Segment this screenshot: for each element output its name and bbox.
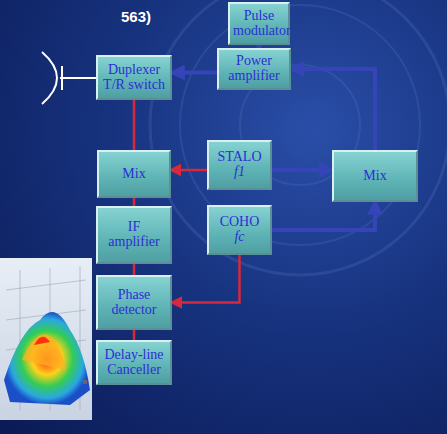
box-text: COHO xyxy=(220,215,260,230)
duplexer-box: Duplexer T/R switch xyxy=(96,55,172,100)
amplifier-box: Power amplifier xyxy=(217,48,291,90)
box-text: Power amplifier xyxy=(222,54,286,83)
detector-box: Phase detector xyxy=(96,275,172,330)
box-text: f1 xyxy=(234,165,245,180)
receive-path xyxy=(172,255,240,303)
transmit-path xyxy=(291,69,375,150)
amplifier-box: IF amplifier xyxy=(96,206,172,264)
receive-path xyxy=(133,100,136,150)
box-text: STALO xyxy=(218,150,262,165)
surface-plot-image xyxy=(0,258,92,420)
box-text: Phase detector xyxy=(101,288,167,317)
receive-path xyxy=(133,264,136,275)
canceller-box: Delay-line Canceller xyxy=(96,340,172,385)
antenna-symbol xyxy=(42,52,97,104)
oscillator-box: STALOf1 xyxy=(207,140,272,190)
transmit-path xyxy=(272,168,332,172)
caption-fragment: 563) xyxy=(121,8,151,25)
watermark-seal xyxy=(150,0,447,275)
box-text: Pulse modulator xyxy=(233,9,285,38)
box-text: IF amplifier xyxy=(101,220,167,249)
box-text: fc xyxy=(234,230,244,245)
box-text: Delay-line Canceller xyxy=(101,348,167,377)
receive-path xyxy=(133,198,136,206)
modulator-box: Pulse modulator xyxy=(228,2,290,45)
receive-path xyxy=(171,169,207,172)
mixer-box: Mix xyxy=(332,150,418,202)
oscillator-box: COHOfc xyxy=(207,205,272,255)
receive-path xyxy=(133,330,136,340)
box-text: Duplexer T/R switch xyxy=(101,63,167,92)
transmit-path xyxy=(272,202,375,230)
box-text: Mix xyxy=(363,169,386,184)
box-text: Mix xyxy=(122,167,145,182)
mixer-box: Mix xyxy=(97,150,171,198)
transmit-path xyxy=(172,71,217,75)
